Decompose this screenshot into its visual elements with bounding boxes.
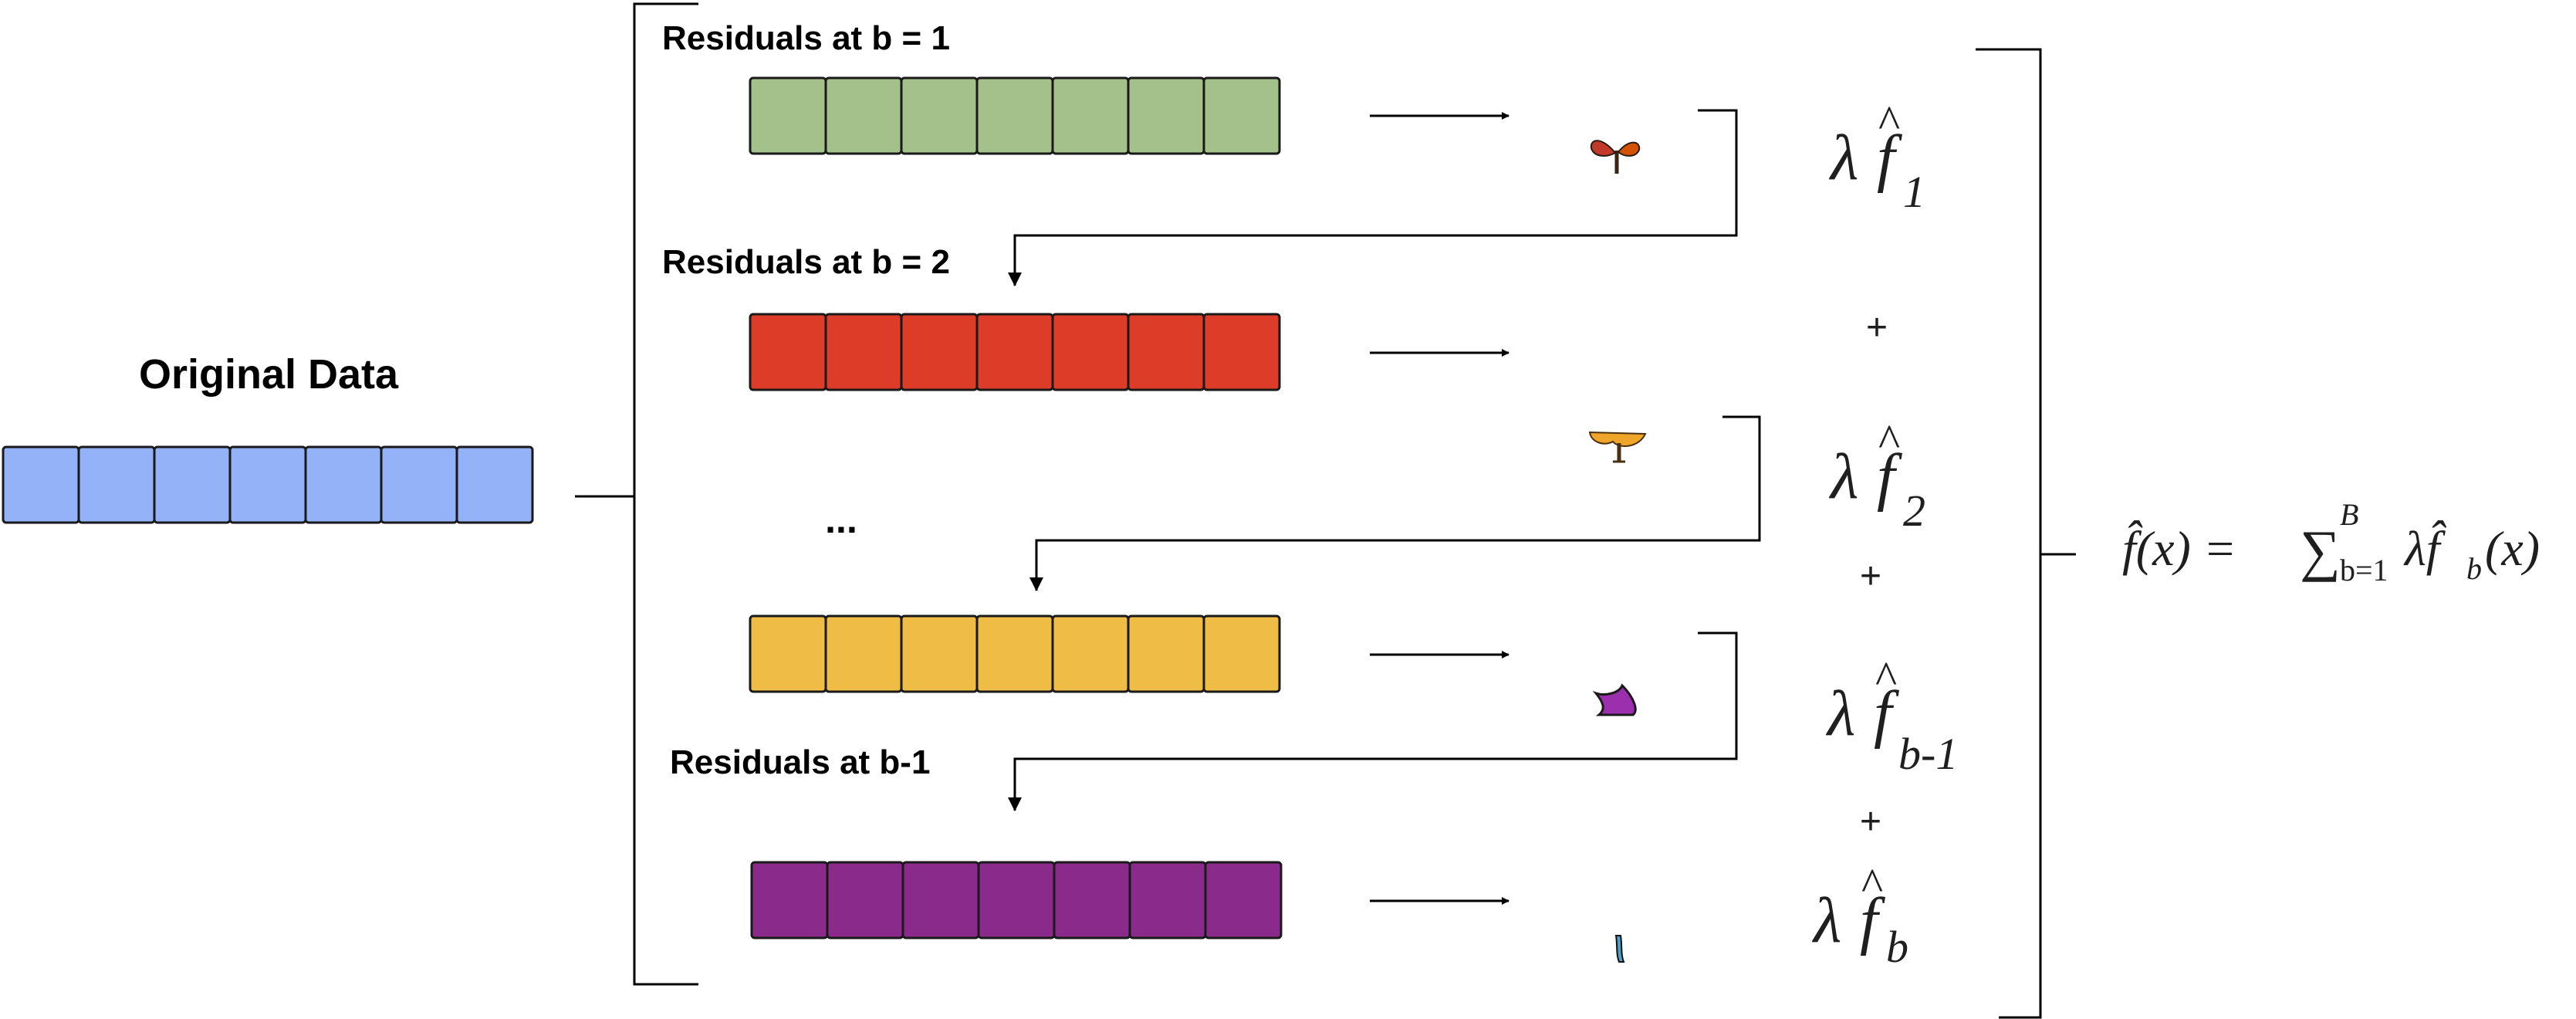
residual-bar-3-cell [749, 614, 827, 693]
residual-bar-4-cell [826, 861, 904, 939]
final-formula: f̂(x) = ∑ B b=1 λf̂ b (x) [2122, 497, 2540, 587]
seedling-icon [1590, 140, 1641, 174]
svg-text:1: 1 [1903, 167, 1925, 217]
residual-bar-1-cell [1202, 76, 1281, 155]
residual-bar-2-cell [749, 313, 827, 391]
plus-1: + [1866, 307, 1888, 348]
residual-bar-2-cell [824, 313, 903, 391]
residual-bar-3-cell [1127, 614, 1205, 693]
term-3: λ f ^ b-1 [1825, 652, 1958, 779]
svg-text:λ: λ [1811, 885, 1841, 956]
residual-label-2: Residuals at b = 2 [662, 243, 950, 281]
residual-bar-4-cell [750, 861, 829, 939]
residual-bar-1-cell [1051, 76, 1130, 155]
svg-text:b: b [2466, 551, 2482, 586]
residual-bar-2-cell [900, 313, 979, 391]
original-data-cell [380, 445, 458, 524]
original-data-cell [455, 445, 534, 524]
svg-text:^: ^ [1861, 859, 1883, 910]
residual-bar-2-cell [1051, 313, 1130, 391]
residual-bar-2 [749, 313, 1281, 391]
residual-bar-4-cell [1204, 861, 1283, 939]
original-data-cell [304, 445, 383, 524]
residual-bar-3-cell [975, 614, 1054, 693]
residual-bar-1-cell [975, 76, 1054, 155]
residual-bar-4 [750, 861, 1283, 939]
residual-bar-1-cell [749, 76, 827, 155]
residual-bar-3-cell [1202, 614, 1281, 693]
feedback-arrow-2 [1029, 415, 1761, 591]
residual-bar-4-cell [1128, 861, 1207, 939]
residual-label-1: Residuals at b = 1 [662, 19, 950, 57]
svg-text:b-1: b-1 [1898, 729, 1958, 779]
ellipsis: ... [825, 498, 857, 541]
left-bracket [633, 2, 698, 986]
residual-bar-1-cell [900, 76, 979, 155]
term-4: λ f ^ b [1811, 859, 1908, 972]
residual-bar-3-cell [1051, 614, 1130, 693]
plus-3: + [1860, 801, 1881, 842]
original-data-cell [228, 445, 307, 524]
residual-bars [749, 76, 1283, 939]
residual-bar-1-cell [1127, 76, 1205, 155]
residual-bar-4-cell [901, 861, 980, 939]
svg-text:^: ^ [1878, 415, 1900, 466]
original-data-cell [77, 445, 156, 524]
svg-text:b: b [1886, 922, 1908, 972]
residual-bar-1-cell [824, 76, 903, 155]
svg-text:^: ^ [1875, 652, 1897, 703]
original-data-cell [153, 445, 232, 524]
tree-icon [1588, 431, 1647, 463]
svg-text:λ: λ [1828, 441, 1858, 513]
feedback-arrow-3 [1008, 631, 1738, 811]
residual-bar-2-cell [1202, 313, 1281, 391]
residual-bar-1 [749, 76, 1281, 155]
svg-text:2: 2 [1903, 486, 1925, 536]
original-data-cell [2, 445, 80, 524]
residual-bar-3 [749, 614, 1281, 693]
svg-text:f̂(x) =: f̂(x) = [2122, 520, 2236, 576]
residual-bar-3-cell [824, 614, 903, 693]
residual-bar-4-cell [977, 861, 1056, 939]
svg-text:^: ^ [1878, 96, 1900, 147]
right-bracket [1976, 48, 2042, 1019]
residual-bar-2-cell [1127, 313, 1205, 391]
svg-text:(x): (x) [2485, 521, 2540, 576]
residual-bar-4-cell [1053, 861, 1131, 939]
residual-bar-3-cell [900, 614, 979, 693]
residual-label-3: Residuals at b-1 [670, 743, 930, 781]
original-data-title: Original Data [139, 351, 399, 398]
original-data-bar [2, 445, 534, 524]
trunk-icon [1614, 935, 1625, 963]
feedback-arrow-1 [1008, 109, 1738, 286]
term-1: λ f ^ 1 [1828, 96, 1925, 217]
svg-text:B: B [2340, 497, 2358, 532]
bent-tree-icon [1592, 683, 1637, 716]
residual-bar-2-cell [975, 313, 1054, 391]
svg-text:∑: ∑ [2300, 520, 2341, 583]
svg-text:b=1: b=1 [2340, 553, 2388, 587]
svg-text:λf̂: λf̂ [2403, 520, 2446, 576]
svg-text:λ: λ [1825, 678, 1855, 750]
term-2: λ f ^ 2 [1828, 415, 1925, 536]
plus-2: + [1860, 556, 1881, 597]
svg-text:λ: λ [1828, 122, 1858, 194]
